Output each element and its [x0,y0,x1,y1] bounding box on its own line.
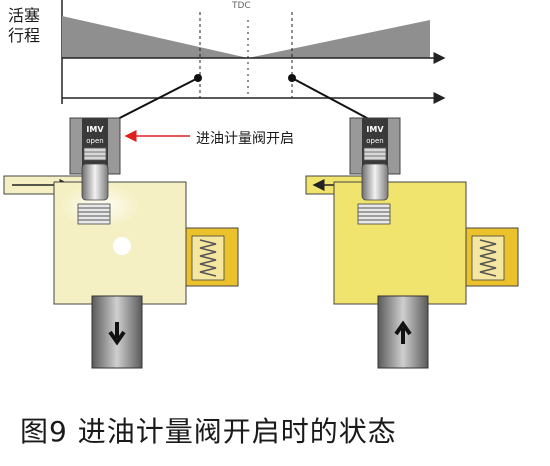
valve-rod-left [81,163,109,201]
pointer-line-left [105,77,199,126]
imv-label-left: IMV [86,125,104,134]
outlet-spring-right [479,239,497,277]
pump-body-right [333,181,467,305]
stroke-increasing-area [248,20,430,58]
valve-spring-right [357,203,391,225]
open-label-right: open [366,137,383,145]
imv-label-right: IMV [366,125,384,134]
stroke-decreasing-area [62,16,248,58]
top-marker-label: TDC [231,1,251,11]
imv-open-annotation: 进油计量阀开启 [196,131,294,147]
right-pump-assembly: IMV open [305,117,519,369]
figure-caption: 图9 进油计量阀开启时的状态 [20,415,397,448]
up-arrow-icon [394,320,412,344]
fuel-bubble [113,237,131,255]
pointer-line-right [291,77,381,126]
spring-left-top [83,147,107,161]
down-arrow-icon [108,322,126,346]
valve-spring-left [77,203,111,225]
open-label-left: open [86,137,103,145]
valve-rod-right [361,163,389,201]
piston-stroke-label: 活塞行程 [8,6,41,45]
left-pump-assembly: IMV open [3,117,239,369]
stroke-graph: TDC [61,0,446,126]
outlet-spring-left [199,239,217,277]
spring-right-top [363,147,387,161]
